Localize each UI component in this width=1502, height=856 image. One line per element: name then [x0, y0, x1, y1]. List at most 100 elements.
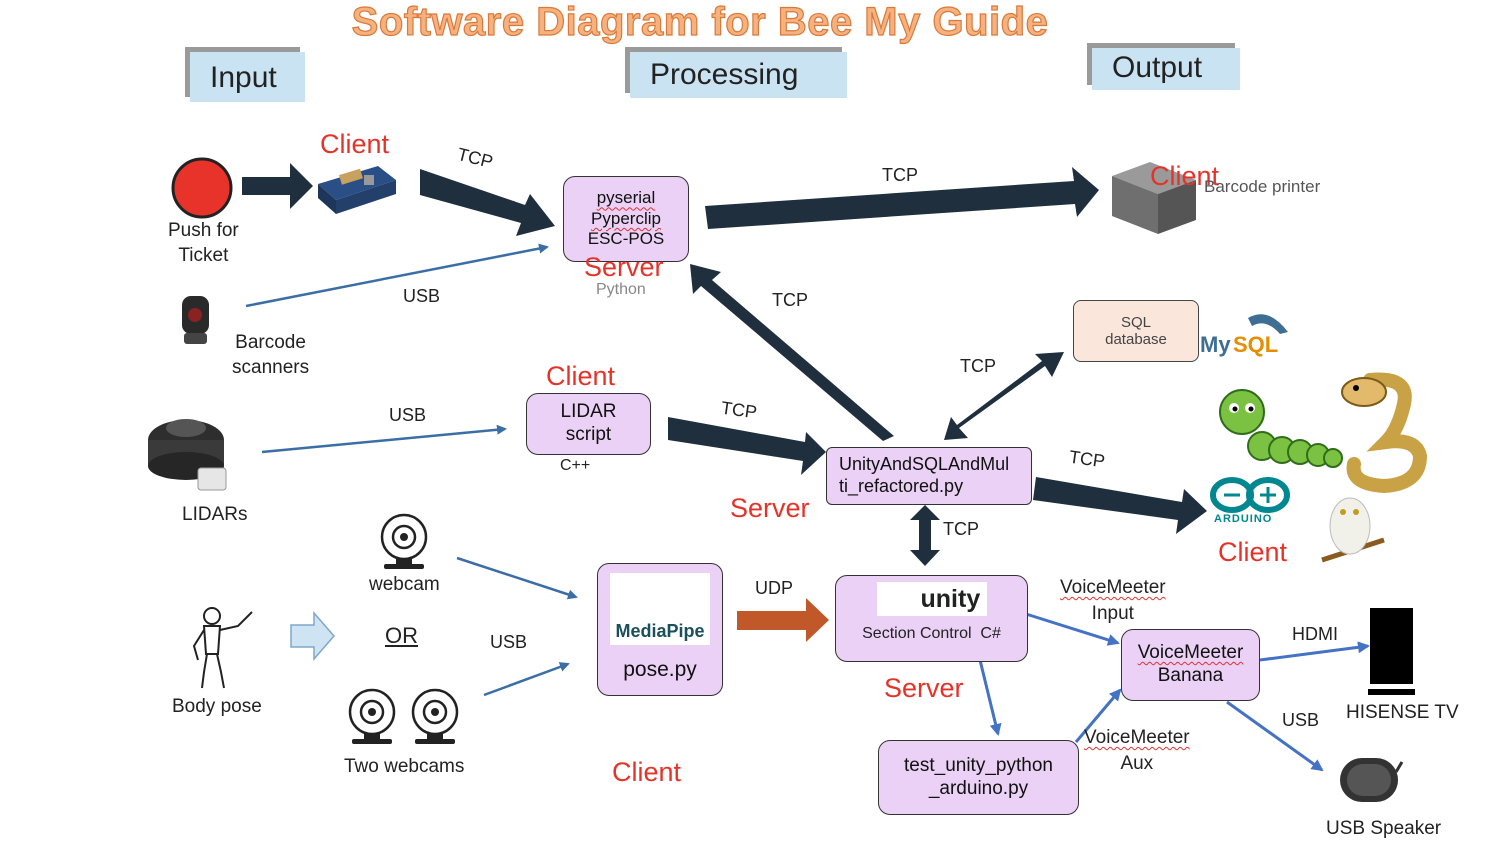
diagram-title: Software Diagram for Bee My Guide — [351, 0, 1049, 45]
hisense-tv-label: HISENSE TV — [1346, 702, 1459, 723]
arrow-webcams-usb — [483, 662, 570, 697]
arrow-scanner-usb — [245, 243, 549, 308]
arrow-button-to-board — [242, 163, 313, 209]
pose-py-label: pose.py — [623, 658, 697, 681]
section-control-label: Section Control C# — [862, 625, 1001, 642]
snake-icon — [1341, 372, 1428, 494]
client-label-ticket: Client — [320, 129, 390, 159]
vm-input-line-2: Input — [1091, 602, 1134, 624]
voicemeeter-aux-label: VoiceMeeter Aux — [1084, 725, 1190, 776]
two-webcams-label: Two webcams — [344, 756, 465, 777]
tcp-label-server-unity: TCP — [772, 290, 808, 310]
push-button-icon — [171, 157, 233, 219]
arrow-vm-to-speaker — [1226, 700, 1324, 772]
arrow-unity-to-test — [978, 659, 1002, 736]
udp-label: UDP — [755, 578, 794, 598]
arrow-sql-unity-tcp — [944, 352, 1064, 440]
sql-line-2: database — [1105, 331, 1167, 348]
unity-section-control-box: unity Section Control C# — [835, 575, 1028, 662]
voicemeeter-input-label: VoiceMeeter Input — [1060, 575, 1166, 626]
unity-sql-line-2: ti_refactored.py — [839, 476, 964, 496]
arrow-unity-to-arduino-tcp — [1033, 477, 1207, 534]
arduino-logo-icon — [1210, 477, 1290, 513]
svg-text:My: My — [1200, 332, 1231, 357]
server-label-unity: Server — [884, 673, 964, 703]
section-input: Input — [190, 52, 305, 102]
vm-input-line-1: VoiceMeeter — [1060, 577, 1166, 598]
arrow-server-to-printer-tcp — [705, 167, 1099, 229]
vm-aux-line-2: Aux — [1120, 752, 1154, 774]
arrow-udp — [737, 598, 829, 642]
arrow-lidar-usb — [261, 424, 507, 454]
hdmi-label: HDMI — [1292, 624, 1338, 644]
server-label-unity-sql: Server — [730, 493, 810, 523]
or-label: OR — [385, 623, 418, 648]
printer-server-box: pyserial Pyperclip ESC-POS — [563, 176, 689, 262]
vm-banana-line-1: VoiceMeeter — [1137, 642, 1244, 664]
arduino-label: ARDUINO — [1214, 513, 1273, 525]
tv-icon — [1368, 608, 1415, 695]
speaker-icon — [1340, 758, 1404, 802]
arrow-vm-to-tv — [1259, 641, 1370, 662]
section-output: Output — [1092, 48, 1240, 90]
usb-label-lidar: USB — [389, 405, 427, 425]
section-processing: Processing — [630, 52, 847, 98]
arrow-lidar-to-unity-tcp — [668, 417, 826, 475]
mysql-logo-icon: My SQL — [1200, 314, 1288, 357]
sql-database-box: SQL database — [1073, 300, 1199, 362]
usb-label-webcams: USB — [490, 632, 528, 652]
python-label: Python — [596, 281, 646, 298]
tcp-label-printer: TCP — [882, 165, 918, 185]
microcontroller-board-icon — [318, 166, 396, 214]
arrow-server-unity-tcp — [690, 264, 894, 441]
barcode-scanners-line-1: Barcode — [235, 332, 306, 353]
unity-sql-box: UnityAndSQLAndMul ti_refactored.py — [826, 447, 1032, 505]
barcode-printer-icon — [1112, 162, 1196, 234]
tcp-label-section: TCP — [943, 519, 979, 539]
usb-label-speaker: USB — [1282, 710, 1320, 730]
client-label-printer: Client — [1150, 161, 1220, 191]
cpp-label: C++ — [560, 457, 591, 474]
mediapipe-label: MediaPipe — [615, 621, 705, 642]
arrow-test-to-vm-aux — [1074, 688, 1122, 743]
lidars-label: LIDARs — [182, 504, 248, 525]
pyserial-label: pyserial — [596, 188, 656, 208]
sql-line-1: SQL — [1120, 314, 1151, 331]
test-unity-line-1: test_unity_python — [904, 754, 1053, 776]
lidar-script-line-2: script — [565, 424, 612, 445]
esc-pos-label: ESC-POS — [587, 229, 665, 249]
svg-text:SQL: SQL — [1233, 332, 1278, 357]
arrow-body-pose — [290, 610, 335, 662]
test-unity-box: test_unity_python _arduino.py — [878, 740, 1079, 815]
body-pose-icon — [192, 607, 253, 689]
lidar-icon — [148, 419, 227, 491]
arrow-webcam-usb — [456, 556, 578, 600]
client-label-arduino: Client — [1218, 537, 1288, 567]
webcam-label: webcam — [369, 574, 440, 595]
push-ticket-line-1: Push for — [168, 220, 239, 241]
unity-sql-line-1: UnityAndSQLAndMul — [839, 454, 1010, 475]
usb-speaker-label: USB Speaker — [1326, 818, 1442, 839]
test-unity-line-2: _arduino.py — [928, 777, 1029, 799]
unity-logo-text: unity — [920, 585, 981, 613]
voicemeeter-banana-box: VoiceMeeter Banana — [1121, 629, 1260, 701]
barcode-printer-label: Barcode printer — [1204, 177, 1321, 196]
barcode-scanner-icon — [182, 296, 209, 344]
caterpillar-icon — [1219, 389, 1343, 468]
unity-logo-panel: unity — [876, 582, 987, 616]
barcode-scanners-label: Barcode scanners — [232, 331, 309, 380]
mediapipe-box: MediaPipe pose.py — [597, 563, 723, 696]
usb-label-scanner: USB — [403, 286, 441, 306]
arrow-unity-to-vm-input — [1025, 612, 1120, 646]
vm-banana-line-2: Banana — [1157, 665, 1224, 686]
client-label-mediapipe: Client — [612, 757, 682, 787]
body-pose-label: Body pose — [172, 696, 262, 717]
vm-aux-line-1: VoiceMeeter — [1084, 727, 1190, 748]
arrow-client-to-server-tcp — [420, 169, 555, 236]
pyperclip-label: Pyperclip — [591, 208, 661, 228]
tcp-label-sql: TCP — [960, 356, 996, 376]
client-label-lidar: Client — [546, 361, 616, 391]
arrow-unity-section-tcp — [910, 505, 940, 566]
push-ticket-label: Push for Ticket — [168, 219, 239, 268]
